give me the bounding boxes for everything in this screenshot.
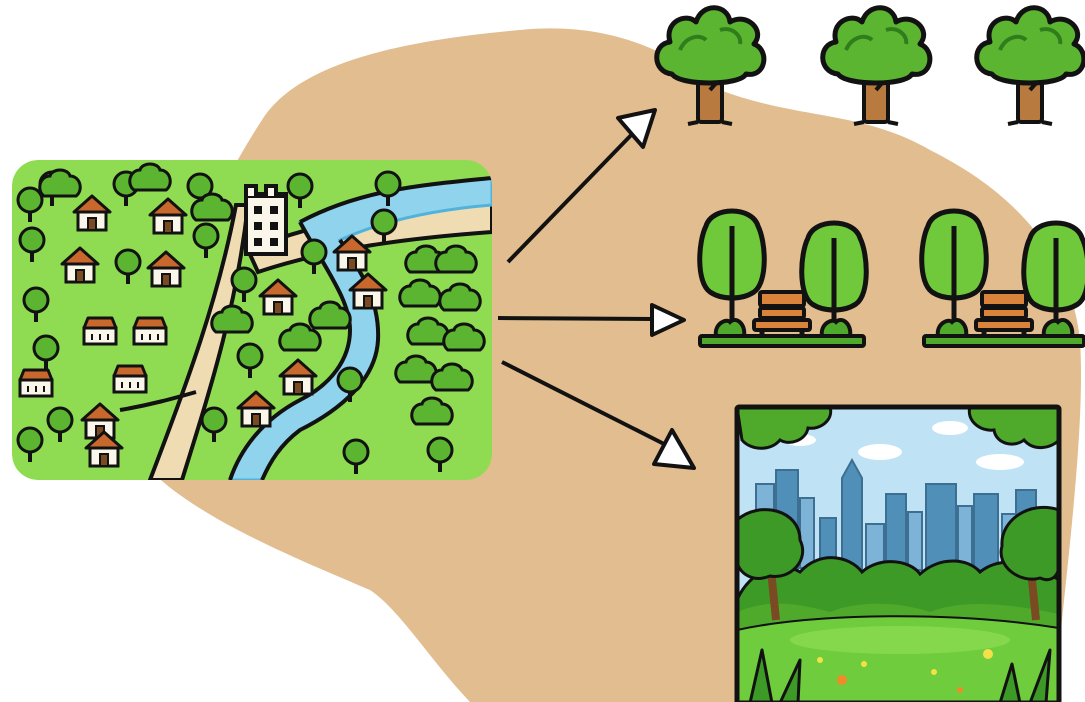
arrow-down-right-icon [501,360,696,470]
tree-icon [823,8,930,124]
arrow-right-icon [497,303,686,337]
city-map-icon [12,160,492,480]
park-bench-icon [700,211,867,348]
arrow-up-right-icon [506,108,657,264]
city-park-scene-icon [734,404,1062,702]
park-bench-icon [922,211,1085,348]
tower-building [244,184,288,256]
tree-icon [977,8,1084,124]
